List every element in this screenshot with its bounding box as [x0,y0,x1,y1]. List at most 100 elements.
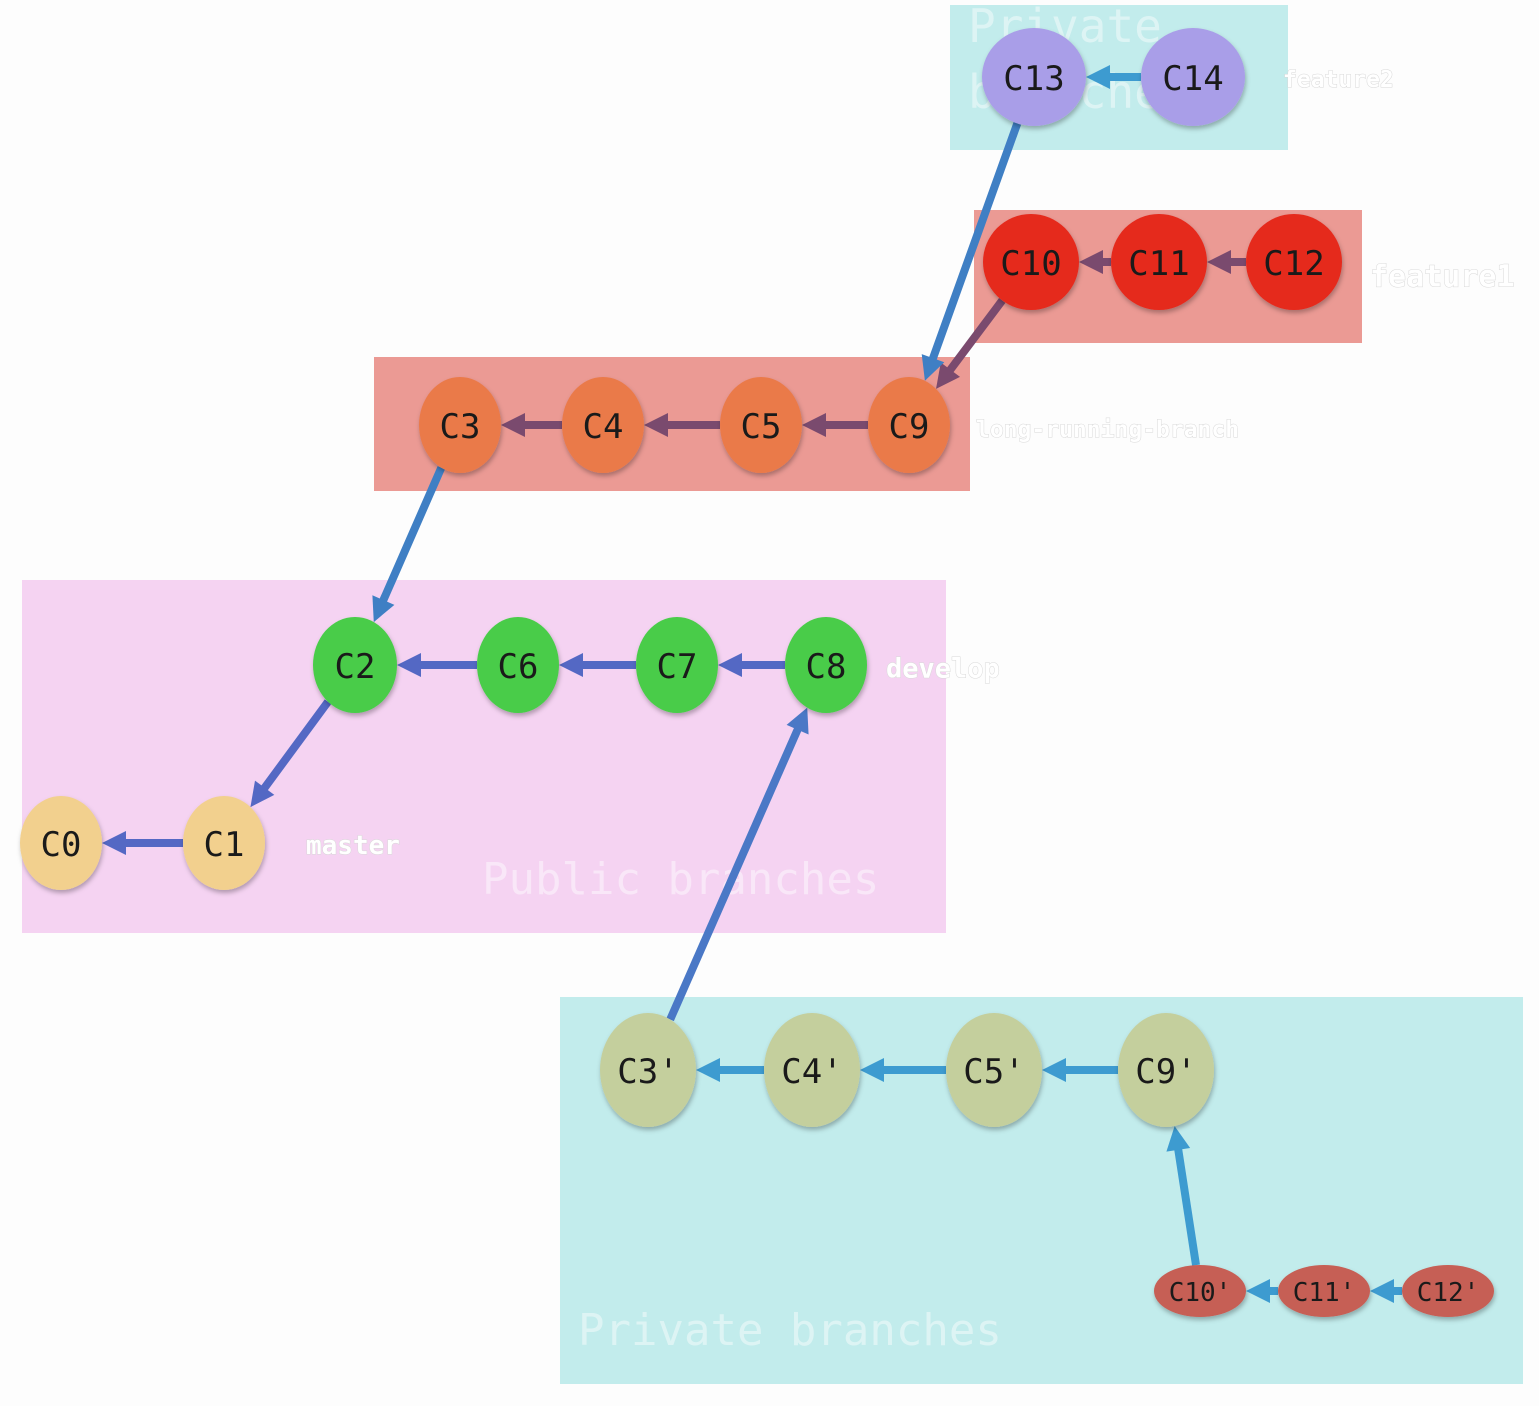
commit-label: C9' [1135,1052,1196,1092]
region-label-private-bottom: Private branches [578,1305,1002,1356]
commit-C4: C4 [562,377,644,473]
edge-C13-to-C9 [921,122,1022,381]
commit-node [1141,28,1245,126]
commit-label: C2 [335,647,376,687]
commit-node [785,617,867,713]
edges-layer [102,65,1402,1303]
commit-C10: C10 [983,214,1079,310]
commit-C14: C14 [1141,28,1245,126]
arrowhead-icon [559,653,583,677]
arrowhead-icon [397,653,421,677]
edge-C10-to-C9 [936,298,1006,389]
commit-node [313,617,397,713]
commit-label: C4' [781,1052,842,1092]
commit-label: C7 [657,647,698,687]
commit-label: C6 [498,647,539,687]
commit-C9: C9 [868,377,950,473]
commit-node [868,377,950,473]
branch-label-long-running-branch: long-running-branch [976,417,1239,443]
commit-label: C0 [41,825,82,865]
edge-C8-to-C7 [718,653,785,677]
branch-label-develop: develop [886,654,1000,685]
commit-C11p: C11' [1278,1265,1370,1317]
arrowhead-icon [1166,1126,1191,1152]
commit-node [419,377,501,473]
edge-C9-to-C5 [802,413,868,437]
commit-C1: C1 [183,796,265,890]
arrowhead-icon [1042,1058,1066,1082]
edge-C12-to-C11 [1207,250,1246,274]
commit-C3: C3 [419,377,501,473]
commit-label: C11 [1128,244,1189,284]
commit-node [982,28,1086,126]
arrowhead-icon [802,413,826,437]
edge-line [666,726,803,1022]
commit-C6: C6 [477,617,559,713]
commit-C5p: C5' [946,1013,1042,1127]
arrowhead-icon [644,413,668,437]
edge-line [378,466,445,604]
arrowhead-icon [102,831,126,855]
arrowhead-icon [860,1058,884,1082]
commit-C9p: C9' [1118,1013,1214,1127]
edge-line [946,298,1006,374]
commit-node [946,1013,1042,1127]
edge-C3p-to-C8 [666,707,809,1022]
edge-line [928,122,1022,362]
region-label-public: Public branches [482,854,879,905]
commit-node [183,796,265,890]
edge-C10p-to-C9p [1166,1126,1200,1266]
commit-label: C3' [617,1052,678,1092]
commit-C12: C12 [1246,214,1342,310]
commit-node [1402,1265,1494,1317]
commit-node [477,617,559,713]
commit-C5: C5 [720,377,802,473]
commit-node [562,377,644,473]
edge-C2-to-C1 [250,699,332,808]
commit-node [720,377,802,473]
edge-C4-to-C3 [501,413,562,437]
commit-node [983,214,1079,310]
arrowhead-icon [1370,1279,1394,1303]
branch-label-feature1: feature1 [1370,260,1515,295]
edge-C12p-to-C11p [1370,1279,1402,1303]
commit-node [1118,1013,1214,1127]
commit-label: C12' [1417,1278,1480,1308]
edge-C14-to-C13 [1086,65,1141,89]
commit-label: C10 [1000,244,1061,284]
arrowhead-icon [921,354,945,381]
commit-label: C9 [889,407,930,447]
edge-C7-to-C6 [559,653,636,677]
commit-C8: C8 [785,617,867,713]
arrowhead-icon [696,1058,720,1082]
edge-C1-to-C0 [102,831,183,855]
edge-C11p-to-C10p [1246,1279,1278,1303]
arrowhead-icon [936,362,961,389]
edge-C6-to-C2 [397,653,477,677]
edge-C9p-to-C5p [1042,1058,1118,1082]
edge-C3-to-C2 [372,466,445,623]
arrowhead-icon [786,707,809,735]
edge-C4p-to-C3p [696,1058,764,1082]
commit-C0: C0 [20,796,102,890]
commit-label: C11' [1293,1278,1356,1308]
arrowhead-icon [250,780,275,808]
edge-C11-to-C10 [1079,250,1111,274]
commit-node [1111,214,1207,310]
branch-labels-layer: master develop long-running-branch feature1… [306,67,1516,862]
commit-C2: C2 [313,617,397,713]
commit-C13: C13 [982,28,1086,126]
commit-label: C4 [583,407,624,447]
commit-node [1246,214,1342,310]
commit-node [764,1013,860,1127]
commit-label: C3 [440,407,481,447]
edge-C5p-to-C4p [860,1058,946,1082]
commit-C3p: C3' [600,1013,696,1127]
arrowhead-icon [1086,65,1110,89]
branch-label-master: master [306,831,400,861]
branch-label-feature2: feature2 [1283,67,1394,93]
region-private-bottom [560,997,1523,1384]
commit-C11: C11 [1111,214,1207,310]
